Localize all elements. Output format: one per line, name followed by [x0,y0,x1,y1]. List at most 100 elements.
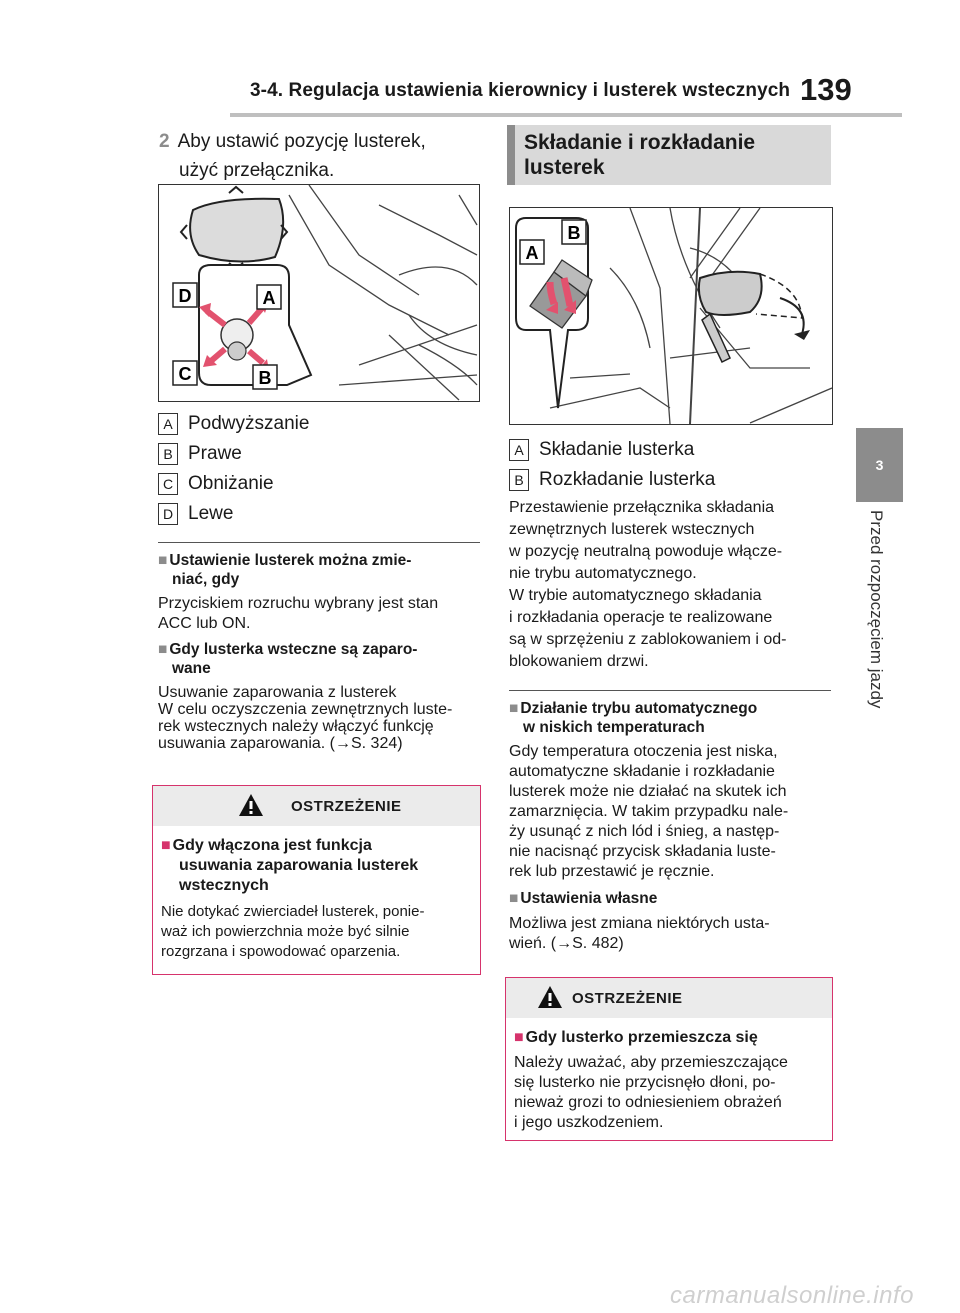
section-heading-bar [507,125,515,185]
note-line: usuwania zaparowania. (→S. 324) [158,735,403,752]
note-heading-line: Działanie trybu automatycznego [520,700,758,717]
legend-text: Prawe [188,443,242,464]
running-header: 3-4. Regulacja ustawienia kierownicy i l… [250,80,791,101]
folding-description: Przestawienie przełącznika składania zew… [509,497,839,673]
note-heading-line: Ustawienia własne [520,890,658,907]
mirror-switch-illustration: D A C B [172,185,478,401]
watermark: carmanualsonline.info [670,1282,914,1309]
note-heading: ■Ustawienie lusterek można zmie- niać, g… [158,551,483,589]
note-line: rek wstecznych należy włączyć funkcję [158,718,434,735]
left-notes: ■Ustawienie lusterek można zmie- niać, g… [158,551,483,752]
step-text-line: użyć przełącznika. [179,160,335,181]
step-number: 2 [159,131,170,152]
warning-title: OSTRZEŻENIE [572,990,683,1007]
note-heading-line: wane [172,660,211,677]
figure-label-b: B [259,368,272,388]
section-divider [158,542,480,543]
note-line: W celu oczyszczenia zewnętrznych luste- [158,701,453,718]
warning-header: OSTRZEŻENIE [506,978,832,1018]
warning-line: się lusterko nie przycisnęło dłoni, po- [514,1074,776,1091]
section-divider [509,690,831,691]
note-line: wień. (→S. 482) [509,935,624,952]
warning-box: OSTRZEŻENIE ■Gdy włączona jest funkcja u… [152,785,481,975]
legend-item: A Składanie lusterka [509,435,829,465]
note-line: automatyczne składanie i rozkładanie [509,763,775,780]
legend-item: D Lewe [158,499,458,529]
right-notes: ■Działanie trybu automatycznego w niskic… [509,699,839,954]
legend-text: Lewe [188,503,234,524]
warning-heading: ■Gdy lusterko przemieszcza się [514,1029,758,1046]
note-body: Przyciskiem rozruchu wybrany jest stan A… [158,594,483,634]
legend-text: Obniżanie [188,473,274,494]
warning-title: OSTRZEŻENIE [291,798,402,815]
warning-icon [239,794,263,816]
legend-text: Rozkładanie lusterka [539,469,716,490]
warning-body: Należy uważać, aby przemieszczające się … [506,1047,832,1133]
note-line: zamarznięcia. W takim przypadku nale- [509,803,789,820]
mirror-switch-figure: D A C B [158,184,480,402]
note-line: Gdy temperatura otoczenia jest niska, [509,743,778,760]
paragraph-line: zewnętrznych lusterek wstecznych [509,521,755,538]
note-heading-line: niać, gdy [172,571,240,588]
paragraph-line: w pozycję neutralną powoduje włącze- [509,543,783,560]
paragraph-line: i rozkładania operacje te realizowane [509,609,773,626]
chapter-label: Przed rozpoczęciem jazdy [867,510,886,709]
step-text-line: Aby ustawić pozycję lusterek, [177,131,426,152]
note-line: nie nacisnąć przycisk składania luste- [509,843,776,860]
warning-heading-line: wstecznych [179,877,269,894]
note-body: Gdy temperatura otoczenia jest niska, au… [509,742,839,882]
step-2: 2 Aby ustawić pozycję lusterek, użyć prze… [159,127,479,185]
warning-line: nieważ grozi to odniesieniem obrażeń [514,1094,782,1111]
warning-box: OSTRZEŻENIE ■Gdy lusterko przemieszcza s… [505,977,833,1141]
paragraph-line: W trybie automatycznego składania [509,587,762,604]
figure-label-d: D [179,286,192,306]
note-line: rek lub przestawić je ręcznie. [509,863,715,880]
warning-icon [538,986,562,1008]
note-body: Usuwanie zaparowania z lusterek W celu o… [158,684,483,752]
heading-line: Składanie i rozkładanie [524,131,756,154]
legend-key: B [158,443,178,465]
paragraph-line: są w sprzężeniu z zablokowaniem i od- [509,631,787,648]
legend-item: A Podwyższanie [158,409,458,439]
note-heading: ■Ustawienia własne [509,890,658,907]
legend-text: Podwyższanie [188,413,310,434]
chapter-tab[interactable]: 3 [856,428,903,502]
warning-body: Nie dotykać zwierciadeł lusterek, ponie-… [153,896,480,962]
note-heading: ■Gdy lusterka wsteczne są zaparo- wane [158,640,483,678]
warning-heading-line: usuwania zaparowania lusterek [179,857,419,874]
figure-label-a: A [526,243,539,263]
page-number: 139 [800,72,852,107]
figure-label-a: A [263,288,276,308]
note-line: ACC lub ON. [158,615,251,632]
paragraph-line: Przestawienie przełącznika składania [509,499,775,516]
section-heading: Składanie i rozkładanie lusterek [507,125,831,185]
note-line: Możliwa jest zmiana niektórych usta- [509,915,770,932]
figure-label-b: B [568,223,581,243]
heading-line: lusterek [524,156,605,179]
note-line: Usuwanie zaparowania z lusterek [158,684,397,701]
warning-line: Należy uważać, aby przemieszczające [514,1054,788,1071]
chapter-label-strip: Przed rozpoczęciem jazdy [856,502,903,732]
note-heading-line: w niskich temperaturach [523,719,705,736]
note-line: ży usunąć z nich lód i śnieg, a następ- [509,823,780,840]
header-rule [230,113,902,117]
warning-line: rozgrzana i spowodować oparzenia. [161,943,401,960]
warning-header: OSTRZEŻENIE [153,786,480,826]
mirror-folding-figure: B A [509,207,833,425]
legend-text: Składanie lusterka [539,439,695,460]
paragraph-line: blokowaniem drzwi. [509,653,649,670]
warning-heading-line: Gdy lusterko przemieszcza się [525,1029,758,1046]
note-heading-line: Gdy lusterka wsteczne są zaparo- [169,641,418,658]
legend-key: D [158,503,178,525]
note-line: lusterek może nie działać na skutek ich [509,783,787,800]
note-body: Możliwa jest zmiana niektórych usta- wie… [509,914,839,954]
legend-key: A [509,439,529,461]
legend-key: A [158,413,178,435]
warning-line: Nie dotykać zwierciadeł lusterek, ponie- [161,903,425,920]
section-heading-text: Składanie i rozkładanie lusterek [524,130,755,180]
figure-label-c: C [179,364,192,384]
